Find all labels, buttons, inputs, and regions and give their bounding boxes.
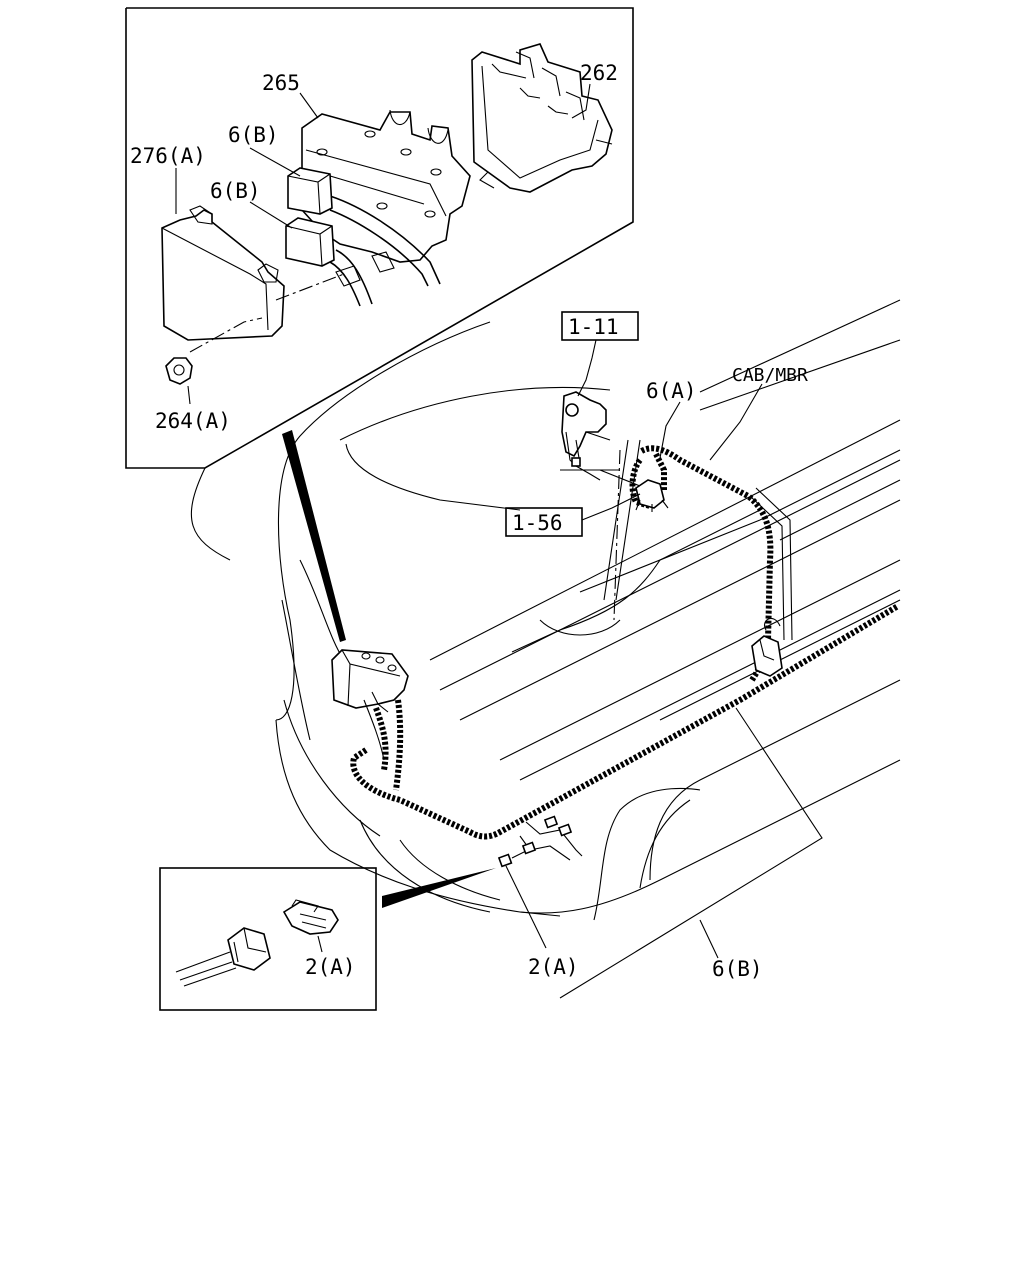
cover-276a-drawing (161, 205, 361, 353)
door-connector-cluster (751, 617, 783, 677)
ref-1-56-box (505, 507, 583, 537)
ref-1-11-box (561, 311, 639, 341)
label-ref-1-11: 1-11 (568, 315, 619, 339)
bumper-pigtail-connectors (497, 815, 583, 868)
label-6a: 6(A) (646, 379, 697, 403)
top-inset-panel (125, 7, 634, 469)
label-6b-upper: 6(B) (228, 123, 279, 147)
label-ref-1-56: 1-56 (512, 511, 563, 535)
pointer-wedge-top (282, 430, 346, 642)
connector-2a-drawing (175, 899, 339, 987)
label-262: 262 (580, 61, 618, 85)
pointer-wedge-bottom (382, 868, 496, 908)
relays-6b-drawing (285, 167, 335, 267)
pillar-relay-assembly (561, 391, 669, 512)
nut-264a-drawing (165, 357, 193, 385)
mounted-relay-box (331, 649, 409, 761)
label-cab-mbr: CAB/MBR (732, 365, 808, 386)
label-276a: 276(A) (130, 144, 206, 168)
label-2a-inset: 2(A) (305, 955, 356, 979)
bottom-inset-panel (159, 867, 377, 1011)
label-6b-lower: 6(B) (712, 957, 763, 981)
label-265: 265 (262, 71, 300, 95)
label-6b-middle: 6(B) (210, 179, 261, 203)
main-leaders (505, 339, 823, 999)
label-264a: 264(A) (155, 409, 231, 433)
top-inset-leaders (175, 83, 591, 405)
label-2a-main: 2(A) (528, 955, 579, 979)
harness-6b (350, 445, 900, 840)
relay-box-265-drawing (301, 109, 471, 307)
vehicle-cab-outline (190, 299, 901, 921)
cover-262-drawing (471, 43, 613, 193)
